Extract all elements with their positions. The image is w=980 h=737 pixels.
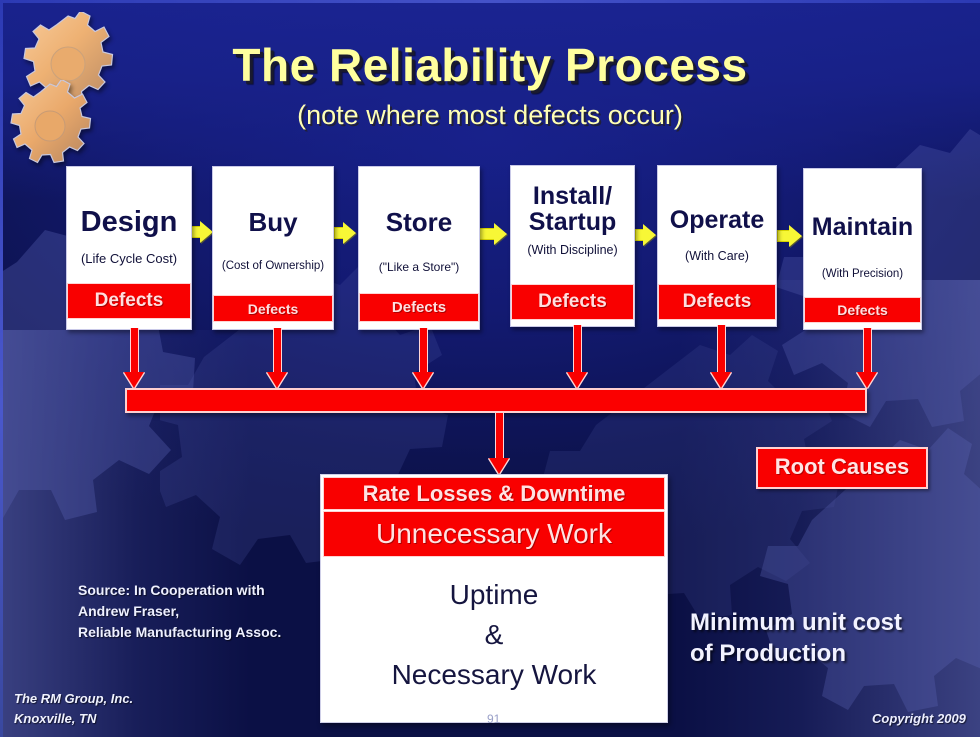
process-name-design: Design [80, 206, 178, 238]
page-number: 91 [487, 712, 501, 726]
page-title: The Reliability Process [232, 39, 748, 91]
defect-arrow-operate [711, 325, 731, 388]
defects-band-design: Defects [67, 283, 191, 319]
collector-to-result-arrow [489, 413, 509, 474]
defects-band-store: Defects [359, 293, 479, 322]
defects-band-buy: Defects [213, 295, 333, 322]
result-body: Uptime & Necessary Work [321, 559, 667, 694]
process-qualifier-maintain: (With Precision) [821, 268, 904, 280]
result-line-necessary-work: Necessary Work [391, 658, 597, 690]
flow-arrow-store-to-install [479, 223, 507, 245]
process-box-maintain[interactable]: Maintain (With Precision) Defects [803, 168, 922, 330]
defect-arrow-maintain [857, 328, 877, 388]
process-name-operate: Operate [669, 206, 765, 234]
process-qualifier-install-startup: (With Discipline) [527, 243, 618, 257]
process-qualifier-design: (Life Cycle Cost) [80, 251, 178, 267]
company-line1: The RM Group, Inc. [14, 691, 134, 706]
process-box-operate[interactable]: Operate (With Care) Defects [657, 165, 777, 327]
minimum-cost-line1: Minimum unit cost [690, 609, 902, 636]
source-line2: Andrew Fraser, [78, 603, 180, 619]
background-gear-silhouette-right-bottom [760, 420, 980, 737]
slide-top-border [0, 0, 980, 3]
process-qualifier-operate: (With Care) [685, 249, 749, 263]
flow-arrow-design-to-buy [191, 221, 213, 243]
minimum-cost-note: Minimum unit cost of Production [690, 608, 902, 669]
copyright-notice: Copyright 2009 [872, 711, 966, 726]
defects-collector-bar [125, 388, 867, 413]
page-subtitle: (note where most defects occur) [297, 100, 683, 130]
defect-arrow-store [413, 328, 433, 388]
gear-icon-small [4, 80, 96, 172]
defects-band-install-startup: Defects [511, 284, 634, 320]
root-causes-label: Root Causes [756, 447, 928, 489]
process-box-design[interactable]: Design (Life Cycle Cost) Defects [66, 166, 192, 330]
defects-band-operate: Defects [658, 284, 776, 320]
process-name-install-startup: Install/ Startup [528, 182, 617, 236]
process-box-buy[interactable]: Buy (Cost of Ownership) Defects [212, 166, 334, 330]
result-line-uptime: Uptime [449, 579, 539, 610]
result-box[interactable]: Rate Losses & Downtime Unnecessary Work … [320, 474, 668, 723]
defect-arrow-design [124, 328, 144, 388]
process-name-store: Store [385, 207, 453, 237]
source-line3: Reliable Manufacturing Assoc. [78, 624, 282, 640]
background-right-wash [680, 280, 980, 737]
band-rate-losses-downtime: Rate Losses & Downtime [323, 477, 665, 510]
process-qualifier-store: ("Like a Store") [378, 260, 460, 275]
source-line1: Source: In Cooperation with [78, 582, 265, 598]
flow-arrow-install-to-operate [635, 224, 656, 246]
source-credit: Source: In Cooperation with Andrew Frase… [78, 580, 281, 643]
process-name-maintain: Maintain [811, 213, 914, 241]
defect-arrow-buy [267, 328, 287, 388]
company-line2: Knoxville, TN [14, 710, 97, 726]
flow-arrow-operate-to-maintain [777, 225, 802, 247]
process-box-store[interactable]: Store ("Like a Store") Defects [358, 166, 480, 330]
flow-arrow-buy-to-store [334, 222, 356, 244]
process-box-install-startup[interactable]: Install/ Startup (With Discipline) Defec… [510, 165, 635, 327]
result-line-ampersand: & [484, 618, 504, 650]
process-name-buy: Buy [248, 207, 298, 237]
band-unnecessary-work: Unnecessary Work [323, 511, 665, 557]
process-qualifier-buy: (Cost of Ownership) [221, 260, 325, 273]
slide-left-border [0, 0, 3, 737]
company-footer: The RM Group, Inc. Knoxville, TN [14, 689, 133, 728]
defects-band-maintain: Defects [804, 297, 921, 323]
minimum-cost-line2: of Production [690, 639, 846, 667]
defect-arrow-install-startup [567, 325, 587, 388]
